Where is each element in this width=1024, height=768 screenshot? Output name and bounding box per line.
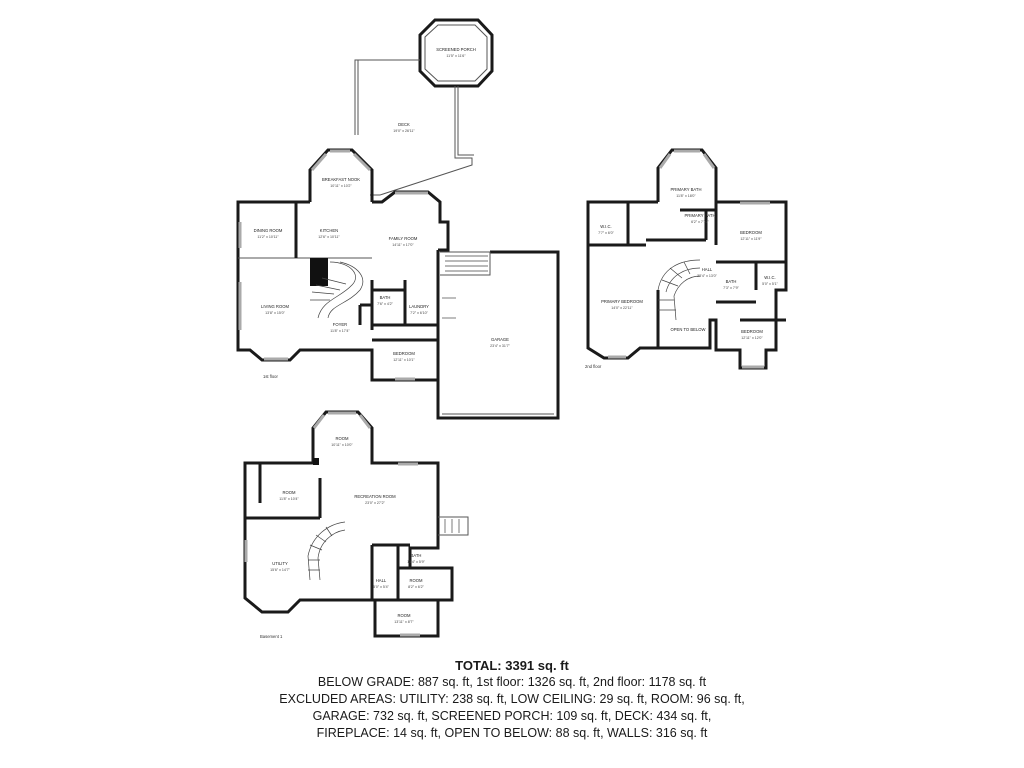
bedroom-name: BEDROOM — [393, 351, 415, 356]
basement-plan — [243, 410, 469, 638]
bath-2-dim: 7'3" x 7'9" — [723, 286, 739, 290]
basement-hall-name: HALL — [376, 578, 387, 583]
basement-room-bottom-name: ROOM — [397, 613, 411, 618]
second-floor-plan — [586, 148, 788, 370]
breakfast-nook-dim: 10'11" x 10'2" — [330, 184, 352, 188]
hall-dim: 23'4" x 13'0" — [697, 274, 717, 278]
basement-room-top-dim: 10'11" x 10'0" — [331, 443, 353, 447]
basement-room-small-name: ROOM — [409, 578, 423, 583]
hall-name: HALL — [702, 267, 713, 272]
bath-dim: 7'6" x 4'2" — [377, 302, 393, 306]
basement-bath-dim: 13'4" x 5'9" — [407, 560, 425, 564]
area-summary: TOTAL: 3391 sq. ft BELOW GRADE: 887 sq. … — [0, 657, 1024, 742]
second-floor-exterior — [586, 148, 788, 370]
bedroom-1-name: BEDROOM — [740, 230, 762, 235]
foyer-name: FOYER — [333, 322, 347, 327]
bedroom-2-name: BEDROOM — [741, 329, 763, 334]
screened-porch-outline — [418, 18, 494, 88]
dining-room-dim: 11'2" x 10'11" — [257, 235, 279, 239]
screened-porch-name: SCREENED PORCH — [436, 47, 476, 52]
family-room-dim: 14'11" x 17'0" — [392, 243, 414, 247]
primary-bedroom-dim: 14'0" x 22'11" — [611, 306, 633, 310]
total-area: TOTAL: 3391 sq. ft — [455, 658, 569, 673]
dining-room-name: DINING ROOM — [254, 228, 283, 233]
wic-2-dim: 5'0" x 5'1" — [762, 282, 778, 286]
first-floor-label: 1st floor — [263, 374, 279, 379]
basement-room-left-name: ROOM — [282, 490, 296, 495]
primary-bath-2-dim: 6'2" x 7'10" — [691, 220, 709, 224]
bedroom-dim: 12'11" x 10'1" — [393, 358, 415, 362]
recreation-room-dim: 23'0" x 27'2" — [365, 501, 385, 505]
primary-bath-name: PRIMARY BATH — [671, 187, 702, 192]
wic-2-name: W.I.C. — [764, 275, 775, 280]
family-room-name: FAMILY ROOM — [389, 236, 418, 241]
basement-room-small-dim: 8'2" x 6'2" — [408, 585, 424, 589]
living-room-dim: 13'8" x 15'0" — [265, 311, 285, 315]
area-breakdown-line-1: BELOW GRADE: 887 sq. ft, 1st floor: 1326… — [317, 675, 707, 689]
laundry-dim: 7'2" x 6'10" — [410, 311, 428, 315]
open-to-below-name: OPEN TO BELOW — [671, 327, 706, 332]
utility-dim: 15'6" x 14'7" — [270, 568, 290, 572]
living-room-name: LIVING ROOM — [261, 304, 289, 309]
area-breakdown-line-3: GARAGE: 732 sq. ft, SCREENED PORCH: 109 … — [312, 709, 712, 723]
second-floor-stairs — [657, 259, 701, 321]
breakfast-nook-walls — [308, 148, 374, 202]
basement-room-bottom-dim: 13'11" x 8'7" — [394, 620, 414, 624]
basement-stairs — [307, 521, 346, 581]
primary-bedroom-name: PRIMARY BEDROOM — [601, 299, 643, 304]
deck-outline — [354, 59, 420, 135]
recreation-room-name: RECREATION ROOM — [354, 494, 396, 499]
garage-walls — [436, 250, 560, 420]
bedroom-1-dim: 12'11" x 11'9" — [740, 237, 762, 241]
area-breakdown-line-4: FIREPLACE: 14 sq. ft, OPEN TO BELOW: 88 … — [316, 726, 708, 740]
bath-name: BATH — [380, 295, 391, 300]
laundry-name: LAUNDRY — [409, 304, 429, 309]
utility-name: UTILITY — [272, 561, 288, 566]
wic-1-dim: 7'7" x 6'0" — [598, 231, 614, 235]
bedroom-2-dim: 12'11" x 12'0" — [741, 336, 763, 340]
floor-plan: SCREENED PORCH 11'5" x 11'6" DECK 19'0" … — [236, 18, 788, 639]
first-floor-stairs — [310, 261, 364, 319]
basement-bath-name: BATH — [411, 553, 422, 558]
area-breakdown-line-2: EXCLUDED AREAS: UTILITY: 238 sq. ft, LOW… — [279, 692, 745, 706]
primary-bath-dim: 11'8" x 18'0" — [676, 194, 696, 198]
fireplace — [310, 258, 328, 286]
deck-name: DECK — [398, 122, 410, 127]
breakfast-nook-name: BREAKFAST NOOK — [322, 177, 360, 182]
screened-porch-dim: 11'5" x 11'6" — [446, 54, 466, 58]
basement-room-top-name: ROOM — [335, 436, 349, 441]
second-floor-label: 2nd floor — [585, 364, 602, 369]
garage-dim: 23'4" x 31'7" — [490, 344, 510, 348]
foyer-dim: 11'8" x 17'4" — [330, 329, 350, 333]
bath-2-name: BATH — [726, 279, 737, 284]
first-floor-plan — [236, 18, 560, 420]
wic-1-name: W.I.C. — [600, 224, 611, 229]
deck-dim: 19'0" x 26'11" — [393, 129, 415, 133]
first-floor-exterior — [236, 200, 440, 382]
kitchen-name: KITCHEN — [320, 228, 338, 233]
garage-name: GARAGE — [491, 337, 509, 342]
basement-room-left-dim: 11'8" x 10'4" — [279, 497, 299, 501]
basement-hall-dim: 5'0" x 5'4" — [373, 585, 389, 589]
primary-bath-2-name: PRIMARY BATH — [685, 213, 716, 218]
basement-label: Basement 1 — [260, 634, 283, 639]
kitchen-dim: 12'6" x 10'11" — [318, 235, 340, 239]
